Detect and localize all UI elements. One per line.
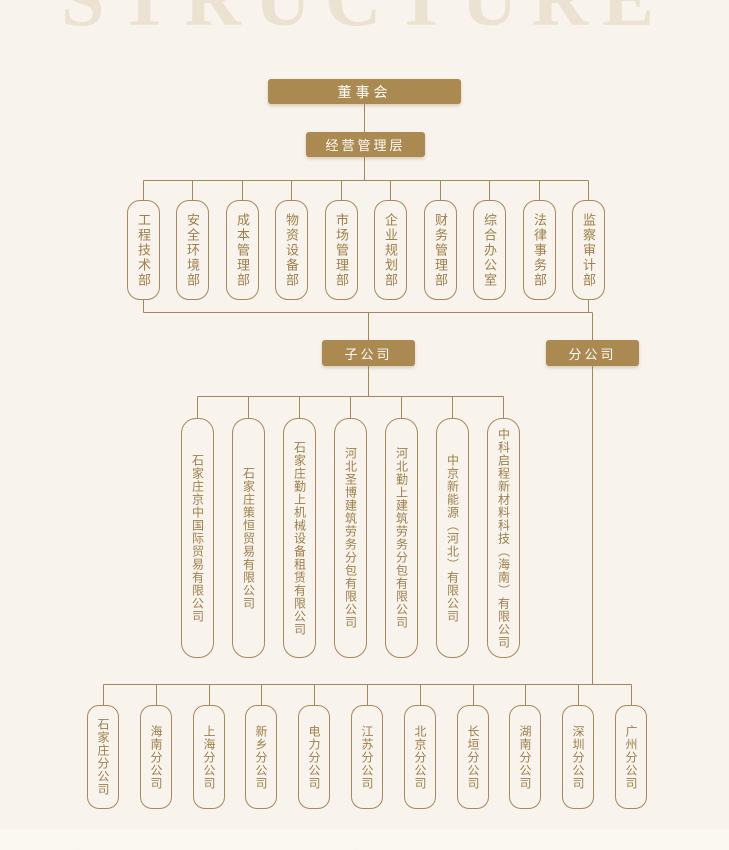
branch-node: 长垣分公司 [457,705,489,809]
branch-node: 广州分公司 [615,705,647,809]
dept-node: 监察审计部 [572,200,605,300]
dept-node: 安全环境部 [176,200,209,300]
node-subsidiaries: 子公司 [322,340,415,366]
branch-node: 石家庄分公司 [87,705,119,809]
branch-node: 电力分公司 [298,705,330,809]
subsidiary-node: 河北勤上建筑劳务分包有限公司 [385,418,418,658]
dept-node: 工程技术部 [127,200,160,300]
dept-node: 综合办公室 [473,200,506,300]
node-board: 董事会 [268,79,461,104]
dept-node: 财务管理部 [424,200,457,300]
subsidiary-node: 中京新能源（河北）有限公司 [436,418,469,658]
dept-node: 市场管理部 [325,200,358,300]
subsidiary-node: 河北圣博建筑劳务分包有限公司 [334,418,367,658]
dept-node: 物资设备部 [275,200,308,300]
background-watermark-bottom: STRUCTURE [0,832,729,850]
branch-node: 北京分公司 [404,705,436,809]
dept-node: 成本管理部 [226,200,259,300]
node-branches: 分公司 [546,340,639,366]
subsidiary-node: 石家庄京中国际贸易有限公司 [181,418,214,658]
subsidiary-node: 石家庄策恒贸易有限公司 [232,418,265,658]
branch-node: 上海分公司 [193,705,225,809]
dept-node: 法律事务部 [523,200,556,300]
branch-node: 江苏分公司 [351,705,383,809]
branch-node: 深圳分公司 [562,705,594,809]
subsidiary-node: 石家庄勤上机械设备租赁有限公司 [283,418,316,658]
subsidiary-node: 中科启程新材料科技（海南）有限公司 [487,418,520,658]
bottom-section-edge: STRUCTURE [0,829,729,850]
branch-node: 湖南分公司 [509,705,541,809]
branch-node: 新乡分公司 [245,705,277,809]
background-watermark: STRUCTURE [0,0,729,44]
node-management: 经营管理层 [306,132,425,157]
dept-node: 企业规划部 [374,200,407,300]
branch-node: 海南分公司 [140,705,172,809]
